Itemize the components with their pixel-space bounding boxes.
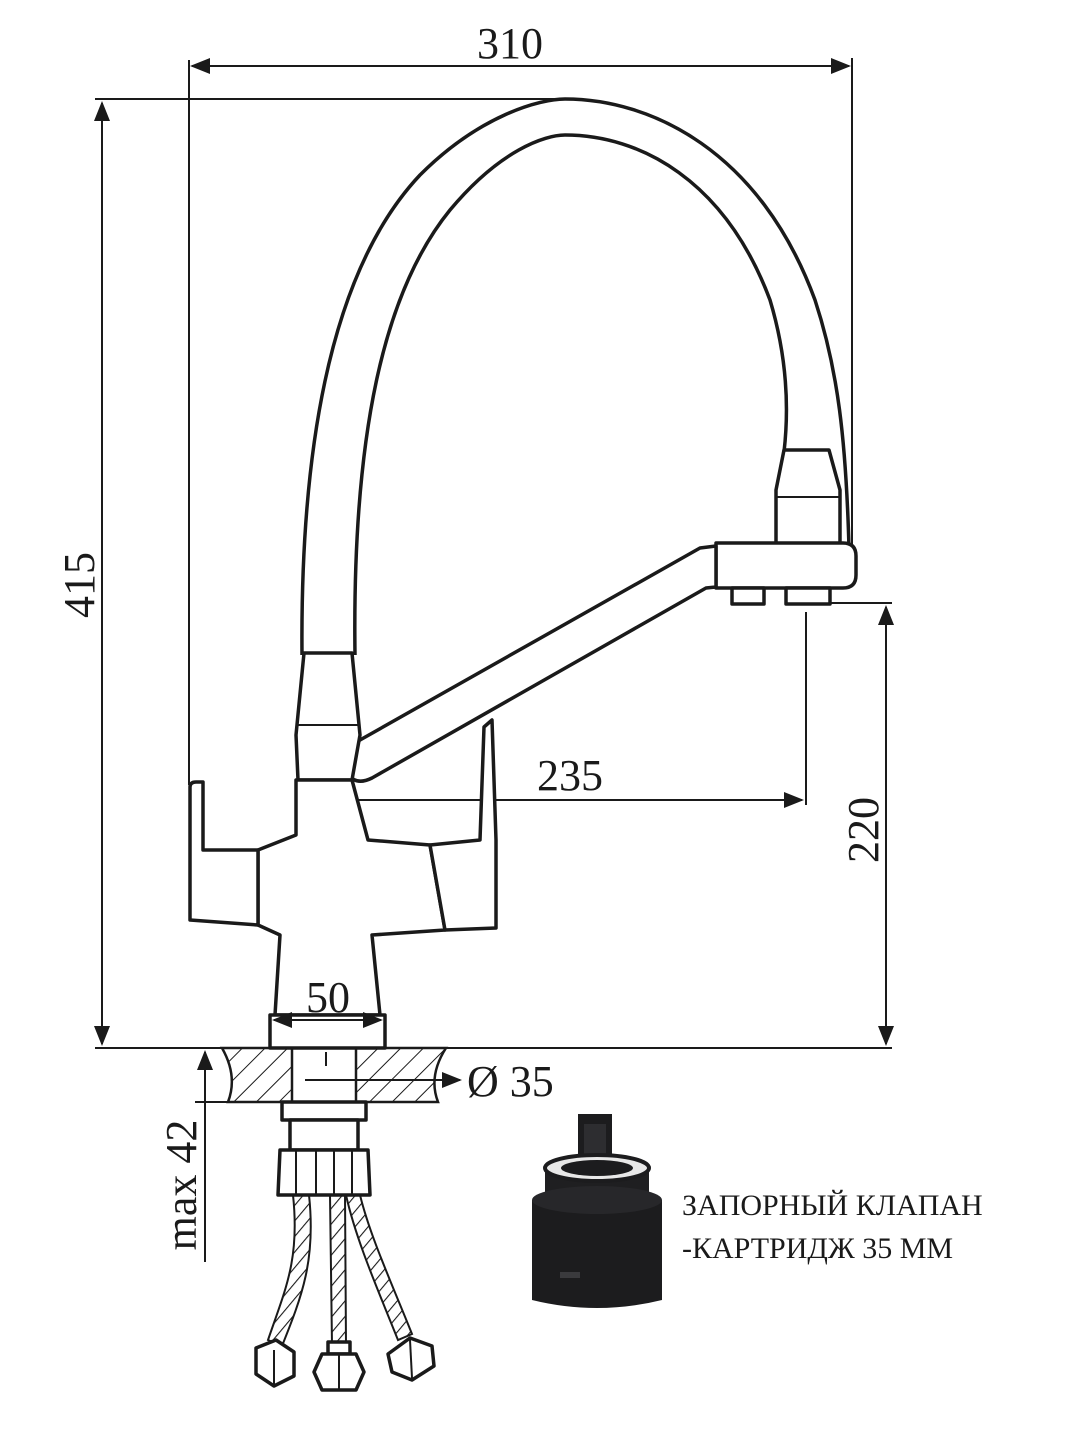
caption-line-2: -КАРТРИДЖ 35 ММ (682, 1232, 953, 1265)
dimension-310: 310 (188, 19, 853, 785)
hose-right (344, 1194, 414, 1342)
central-neck (294, 651, 362, 782)
cartridge-caption: ЗАПОРНЫЙ КЛАПАН -КАРТРИДЖ 35 ММ (682, 1189, 983, 1265)
outlet-head (714, 541, 858, 590)
dimension-50: 50 (272, 973, 383, 1028)
countertop-right (354, 1046, 449, 1104)
hole-diameter-label: Ø 35 (467, 1057, 554, 1106)
mounting-assembly (276, 1100, 372, 1197)
dimension-220-label: 220 (839, 797, 888, 863)
gooseneck-outer (300, 97, 851, 656)
right-lever (428, 718, 498, 932)
faucet-body (188, 97, 858, 1050)
hose-fitting-center (312, 1340, 366, 1392)
countertop-left (219, 1046, 294, 1104)
caption-line-1: ЗАПОРНЫЙ КЛАПАН (682, 1189, 983, 1222)
dimension-235: 235 (327, 612, 807, 808)
hose-fitting-right (386, 1336, 436, 1382)
mounting-nut (276, 1148, 372, 1197)
max-thickness-label: max 42 (157, 1120, 206, 1251)
hose-left (266, 1194, 312, 1348)
dimension-50-label: 50 (306, 973, 350, 1022)
dimension-max-42: max 42 (157, 1047, 228, 1262)
dimension-415-label: 415 (55, 552, 104, 618)
filter-tube (344, 544, 718, 783)
supply-hoses (254, 1194, 436, 1392)
dimension-235-label: 235 (537, 751, 603, 800)
main-body (256, 778, 447, 1017)
dimension-310-label: 310 (477, 19, 543, 68)
gooseneck-inner (353, 133, 789, 656)
hose-center (328, 1194, 348, 1346)
dimension-220: 220 (806, 602, 894, 1046)
dimension-415: 415 (55, 98, 892, 1049)
hose-fitting-left (254, 1338, 296, 1388)
countertop-section: Ø 35 (219, 1046, 554, 1106)
cartridge-image (532, 1114, 662, 1308)
left-lever (188, 780, 260, 927)
